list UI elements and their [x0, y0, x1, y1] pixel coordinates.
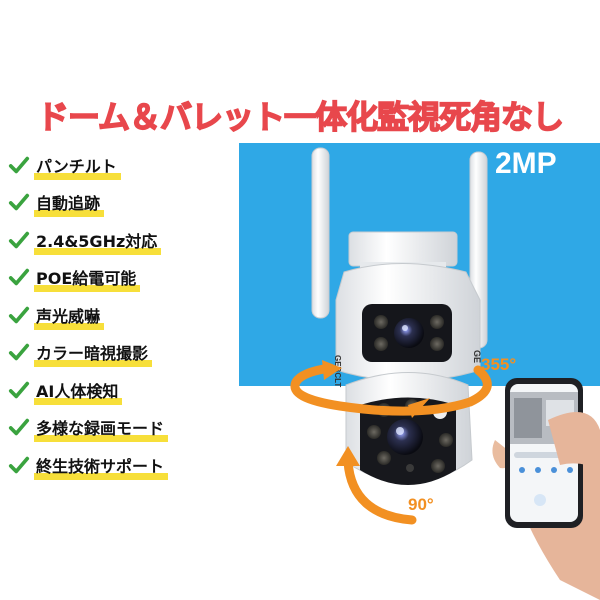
pan-angle-label: 355° [481, 355, 517, 374]
feature-label: パンチルト [34, 153, 121, 180]
feature-item: POE給電可能 [8, 259, 164, 297]
feature-label: AI人体検知 [33, 378, 123, 405]
feature-label: 終生技術サポート [33, 453, 169, 480]
feature-label: 声光威嚇 [33, 303, 105, 330]
headline: ドーム＆バレット一体化監視死角なし [36, 97, 565, 137]
feature-label: 自動追跡 [33, 190, 105, 218]
feature-item: 多様な録画モード [8, 409, 169, 447]
feature-label: 2.4&5GHz対応 [33, 228, 162, 255]
feature-label: 多様な録画モード [33, 415, 169, 443]
tilt-angle-label: 90° [408, 495, 434, 514]
check-icon [8, 306, 30, 323]
feature-item: 自動追跡 [8, 184, 164, 222]
dome-camera [345, 372, 473, 485]
brand-mark: GEBCLT [333, 355, 342, 387]
feature-label: カラー暗視撮影 [33, 340, 153, 368]
feature-label: POE給電可能 [33, 265, 141, 293]
feature-item: カラー暗視撮影 [8, 334, 164, 372]
check-icon [8, 381, 30, 398]
check-icon [8, 231, 30, 248]
antenna-left [311, 147, 330, 319]
pan-arrow-icon [290, 360, 492, 418]
check-icon [8, 194, 30, 211]
feature-item: 終生技術サポート [8, 446, 169, 484]
feature-list: パンチルト 自動追跡 2.4&5GHz対応 POE給電可能 声光威嚇 カラー暗視… [8, 146, 169, 484]
upper-camera: GE GEBCLT [333, 263, 482, 387]
check-icon [8, 156, 30, 173]
check-icon [8, 456, 30, 473]
resolution-badge: 2MP [495, 147, 557, 180]
check-icon [8, 344, 30, 361]
check-icon [8, 419, 30, 436]
upper-lens [394, 318, 424, 348]
feature-item: AI人体検知 [8, 371, 164, 409]
phone-illustration [492, 378, 600, 600]
mount-bracket [348, 231, 458, 267]
dome-lens [387, 419, 423, 455]
feature-item: 声光威嚇 [8, 296, 164, 334]
tilt-arrow-icon [336, 446, 417, 525]
feature-item: 2.4&5GHz対応 [8, 221, 164, 259]
brand-mark-right: GE [472, 350, 482, 363]
check-icon [8, 269, 30, 286]
feature-item: パンチルト [8, 146, 164, 184]
